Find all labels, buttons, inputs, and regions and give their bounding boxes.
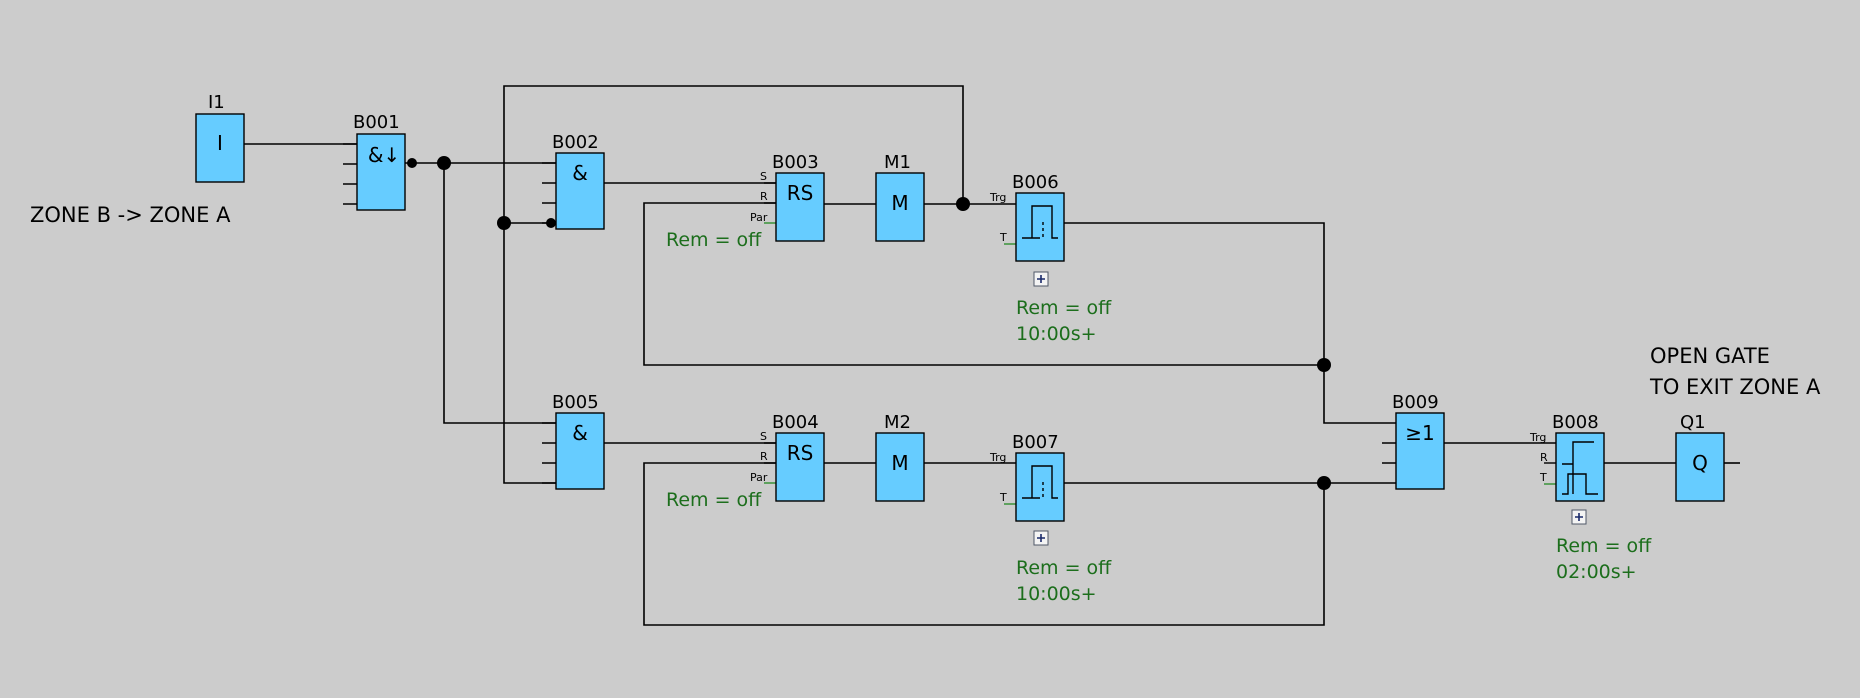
block-b007[interactable]: B007 Trg T Rem = off 10:00s+ bbox=[989, 432, 1112, 605]
pin-s-label: S bbox=[760, 430, 767, 443]
block-symbol: &↓ bbox=[368, 143, 400, 167]
block-b002[interactable]: B002 & bbox=[542, 132, 605, 230]
pin-t-label: T bbox=[999, 491, 1007, 504]
output-label-line1: OPEN GATE bbox=[1650, 344, 1770, 368]
param-time: 10:00s+ bbox=[1016, 583, 1097, 605]
block-body bbox=[775, 432, 825, 502]
block-body bbox=[775, 172, 825, 242]
param-rem: Rem = off bbox=[1016, 297, 1112, 319]
block-b009[interactable]: B009 ≥1 bbox=[1382, 392, 1445, 490]
junction-dot bbox=[1317, 358, 1331, 372]
block-symbol: RS bbox=[787, 441, 814, 465]
junction-dot bbox=[1317, 476, 1331, 490]
wire-m1-feedback-top bbox=[503, 85, 964, 484]
block-name: B006 bbox=[1012, 172, 1059, 193]
block-m1[interactable]: M1 M bbox=[875, 152, 925, 242]
pin-r-label: R bbox=[760, 190, 768, 203]
block-b008[interactable]: B008 Trg R T Rem = off 02:00s+ bbox=[1529, 412, 1652, 583]
expand-icon[interactable] bbox=[1033, 530, 1049, 546]
pin-par-label: Par bbox=[750, 211, 768, 224]
wire-b006-b009 bbox=[1064, 222, 1396, 424]
block-name: B008 bbox=[1552, 412, 1599, 433]
block-body bbox=[195, 113, 245, 183]
block-name: B003 bbox=[772, 152, 819, 173]
pin-trg-label: Trg bbox=[989, 451, 1006, 464]
off-delay-icon bbox=[1022, 205, 1058, 239]
param-time: 02:00s+ bbox=[1556, 561, 1637, 583]
block-body bbox=[1555, 432, 1605, 502]
wire-reset-loop-top bbox=[643, 202, 1324, 366]
param-rem: Rem = off bbox=[1556, 535, 1652, 557]
param-rem: Rem = off bbox=[1016, 557, 1112, 579]
block-body bbox=[875, 432, 925, 502]
block-body bbox=[555, 152, 605, 230]
input-stubs bbox=[764, 182, 776, 204]
wire-reset-loop-bottom bbox=[643, 462, 1325, 626]
block-symbol: I bbox=[217, 131, 223, 155]
input-stubs bbox=[542, 422, 556, 484]
pin-r-label: R bbox=[760, 450, 768, 463]
junction-dot bbox=[956, 197, 970, 211]
pin-t-label: T bbox=[1539, 471, 1547, 484]
block-name: B004 bbox=[772, 412, 819, 433]
block-i1[interactable]: I1 I bbox=[195, 92, 245, 183]
param-rem: Rem = off bbox=[666, 489, 762, 511]
block-body bbox=[1675, 432, 1725, 502]
block-symbol: RS bbox=[787, 181, 814, 205]
param-rem: Rem = off bbox=[666, 229, 762, 251]
pin-t-label: T bbox=[999, 231, 1007, 244]
wires bbox=[244, 85, 1740, 626]
block-q1[interactable]: Q1 Q bbox=[1675, 412, 1725, 502]
block-body bbox=[1015, 452, 1065, 522]
block-name: B001 bbox=[353, 112, 400, 133]
block-name: B005 bbox=[552, 392, 599, 413]
input-stubs bbox=[764, 442, 776, 464]
block-name: I1 bbox=[208, 92, 225, 113]
block-body bbox=[875, 172, 925, 242]
input-stubs bbox=[1382, 442, 1396, 464]
pin-s-label: S bbox=[760, 170, 767, 183]
pulse-timer-icon bbox=[1562, 441, 1598, 495]
junction-dot bbox=[437, 156, 451, 170]
off-delay-icon bbox=[1022, 465, 1058, 499]
pin-trg-label: Trg bbox=[989, 191, 1006, 204]
output-label-line2: TO EXIT ZONE A bbox=[1649, 375, 1821, 399]
block-symbol: & bbox=[572, 421, 588, 445]
wire-b001-b005 bbox=[443, 163, 556, 424]
param-time: 10:00s+ bbox=[1016, 323, 1097, 345]
block-symbol: & bbox=[572, 161, 588, 185]
block-name: M1 bbox=[884, 152, 911, 173]
block-name: M2 bbox=[884, 412, 911, 433]
block-body bbox=[555, 412, 605, 490]
block-symbol: ≥1 bbox=[1405, 421, 1434, 445]
block-m2[interactable]: M2 M bbox=[875, 412, 925, 502]
block-b003[interactable]: B003 S R Par RS Rem = off bbox=[666, 152, 825, 251]
block-b006[interactable]: B006 Trg T Rem = off 10:00s+ bbox=[989, 172, 1112, 345]
block-b001[interactable]: B001 &↓ bbox=[343, 112, 406, 211]
junction-dot bbox=[497, 216, 511, 230]
pin-trg-label: Trg bbox=[1529, 431, 1546, 444]
input-stubs bbox=[542, 162, 556, 224]
expand-icon[interactable] bbox=[1571, 509, 1587, 525]
block-b005[interactable]: B005 & bbox=[542, 392, 605, 490]
pin-r-label: R bbox=[1540, 451, 1548, 464]
junction-dot bbox=[407, 158, 417, 168]
expand-icon[interactable] bbox=[1033, 271, 1049, 287]
junctions bbox=[407, 156, 1331, 490]
input-zone-label: ZONE B -> ZONE A bbox=[30, 203, 231, 227]
input-stubs bbox=[343, 143, 357, 205]
block-name: B007 bbox=[1012, 432, 1059, 453]
block-body bbox=[1395, 412, 1445, 490]
block-symbol: Q bbox=[1692, 451, 1708, 475]
pin-par-label: Par bbox=[750, 471, 768, 484]
block-body bbox=[1015, 192, 1065, 262]
block-symbol: M bbox=[891, 451, 908, 475]
block-body bbox=[356, 133, 406, 211]
block-name: B009 bbox=[1392, 392, 1439, 413]
block-symbol: M bbox=[891, 191, 908, 215]
block-name: Q1 bbox=[1680, 412, 1706, 433]
block-name: B002 bbox=[552, 132, 599, 153]
block-b004[interactable]: B004 S R Par RS Rem = off bbox=[666, 412, 825, 511]
